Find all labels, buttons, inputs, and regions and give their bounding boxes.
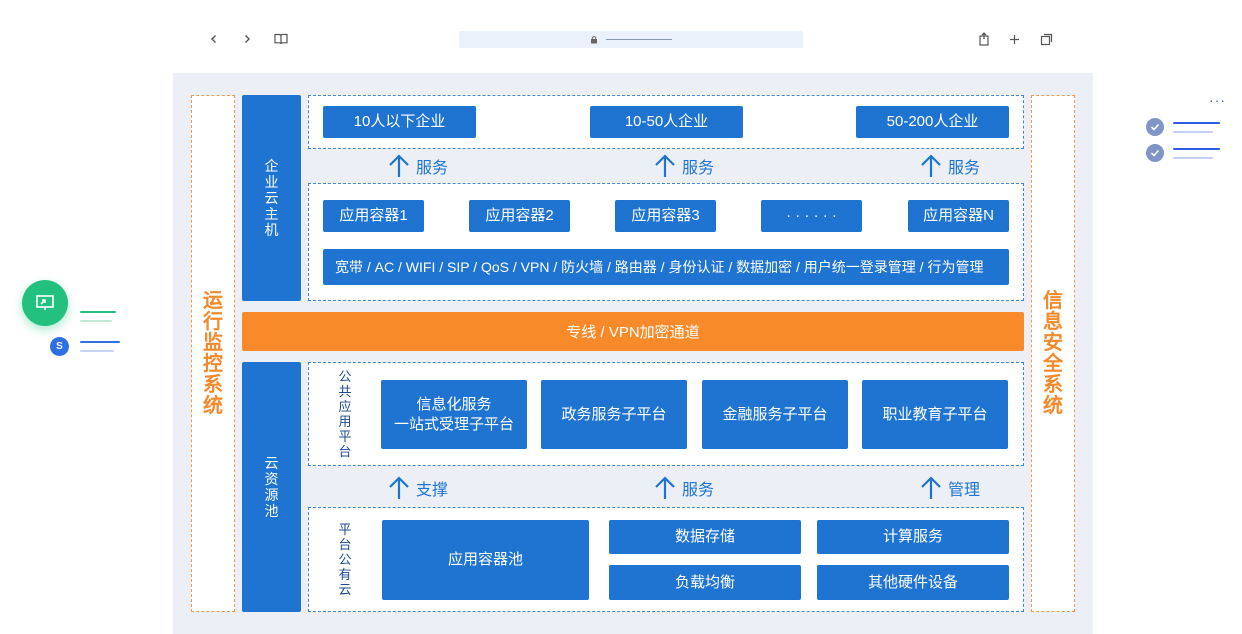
load-balancing[interactable]: 负载均衡 <box>609 565 801 600</box>
deco-line <box>80 311 116 313</box>
back-icon[interactable] <box>205 30 223 48</box>
service-arrow: 服务 <box>920 153 980 179</box>
public-app-platform-label-box: 公共应用平台 <box>338 368 352 460</box>
deco-line <box>80 341 120 343</box>
check-circle-icon <box>1146 118 1164 136</box>
platform-government[interactable]: 政务服务子平台 <box>541 380 687 449</box>
service-arrow-label: 服务 <box>682 482 715 499</box>
arrow-up-icon <box>921 154 941 177</box>
arrow-up-icon <box>921 476 941 499</box>
tabs-overview-icon[interactable] <box>1037 30 1055 48</box>
platform-line: 职业教育子平台 <box>882 405 988 423</box>
monitoring-system-label: 运行监控系统 <box>203 289 223 417</box>
arrow-up-icon <box>389 476 409 499</box>
tier-medium[interactable]: 10-50人企业 <box>590 106 743 138</box>
platform-finance[interactable]: 金融服务子平台 <box>702 380 848 449</box>
platform-line: 信息化服务 <box>416 395 492 413</box>
app-container-3[interactable]: 应用容器3 <box>615 200 716 232</box>
service-arrow: 服务 <box>654 153 714 179</box>
deco-line <box>80 320 112 322</box>
app-container-ellipsis[interactable]: · · · · · · <box>761 200 862 232</box>
enterprise-cloud-host-label-box: 企业云主机 <box>242 95 301 301</box>
deco-line <box>1173 148 1220 150</box>
cloud-resource-pool-label: 云资源池 <box>264 455 279 519</box>
service-arrow-label: 服务 <box>948 160 981 177</box>
presentation-badge-icon <box>22 280 68 326</box>
platform-line: 金融服务子平台 <box>722 405 828 423</box>
enterprise-cloud-host-label: 企业云主机 <box>264 158 279 238</box>
arrow-up-icon <box>655 476 675 499</box>
app-container-n[interactable]: 应用容器N <box>908 200 1009 232</box>
service-arrow-label: 服务 <box>682 160 715 177</box>
tier-small[interactable]: 10人以下企业 <box>323 106 476 138</box>
network-features-bar: 宽带 / AC / WIFI / SIP / QoS / VPN / 防火墙 /… <box>323 249 1009 285</box>
monitoring-system-column: 运行监控系统 <box>191 95 235 612</box>
platform-public-cloud-label: 平台公有云 <box>338 522 352 597</box>
url-placeholder-line <box>606 39 672 40</box>
support-arrow: 支撑 <box>388 475 448 501</box>
check-circle-icon <box>1146 144 1164 162</box>
other-hardware[interactable]: 其他硬件设备 <box>817 565 1009 600</box>
service-arrow: 服务 <box>654 475 714 501</box>
app-container-1[interactable]: 应用容器1 <box>323 200 424 232</box>
security-system-label: 信息安全系统 <box>1043 289 1063 417</box>
deco-line <box>1173 131 1213 133</box>
platform-education[interactable]: 职业教育子平台 <box>862 380 1008 449</box>
vpn-channel-bar: 专线 / VPN加密通道 <box>242 312 1024 351</box>
data-storage[interactable]: 数据存储 <box>609 520 801 554</box>
share-icon[interactable] <box>975 30 993 48</box>
avatar: S <box>50 337 69 356</box>
deco-line <box>80 350 114 352</box>
app-container-pool[interactable]: 应用容器池 <box>382 520 589 600</box>
manage-arrow-label: 管理 <box>948 482 981 499</box>
forward-icon[interactable] <box>238 30 256 48</box>
cloud-resource-pool-label-box: 云资源池 <box>242 362 301 612</box>
app-container-2[interactable]: 应用容器2 <box>469 200 570 232</box>
new-tab-icon[interactable] <box>1005 30 1023 48</box>
manage-arrow: 管理 <box>920 475 980 501</box>
address-bar[interactable] <box>459 31 803 48</box>
deco-line <box>1173 157 1213 159</box>
public-app-platform-label: 公共应用平台 <box>338 369 352 459</box>
security-system-column: 信息安全系统 <box>1031 95 1075 612</box>
bookmarks-icon[interactable] <box>272 30 290 48</box>
tier-large[interactable]: 50-200人企业 <box>856 106 1009 138</box>
platform-line: 政务服务子平台 <box>561 405 667 423</box>
platform-info-service[interactable]: 信息化服务 一站式受理子平台 <box>381 380 527 449</box>
lock-icon <box>591 36 597 44</box>
compute-service[interactable]: 计算服务 <box>817 520 1009 554</box>
support-arrow-label: 支撑 <box>416 482 449 499</box>
service-arrow-label: 服务 <box>416 160 449 177</box>
deco-line <box>1173 122 1220 124</box>
more-dots: ··· <box>1209 92 1226 108</box>
platform-public-cloud-label-box: 平台公有云 <box>338 512 352 607</box>
arrow-up-icon <box>389 154 409 177</box>
platform-line: 一站式受理子平台 <box>393 415 514 433</box>
arrow-up-icon <box>655 154 675 177</box>
service-arrow: 服务 <box>388 153 448 179</box>
